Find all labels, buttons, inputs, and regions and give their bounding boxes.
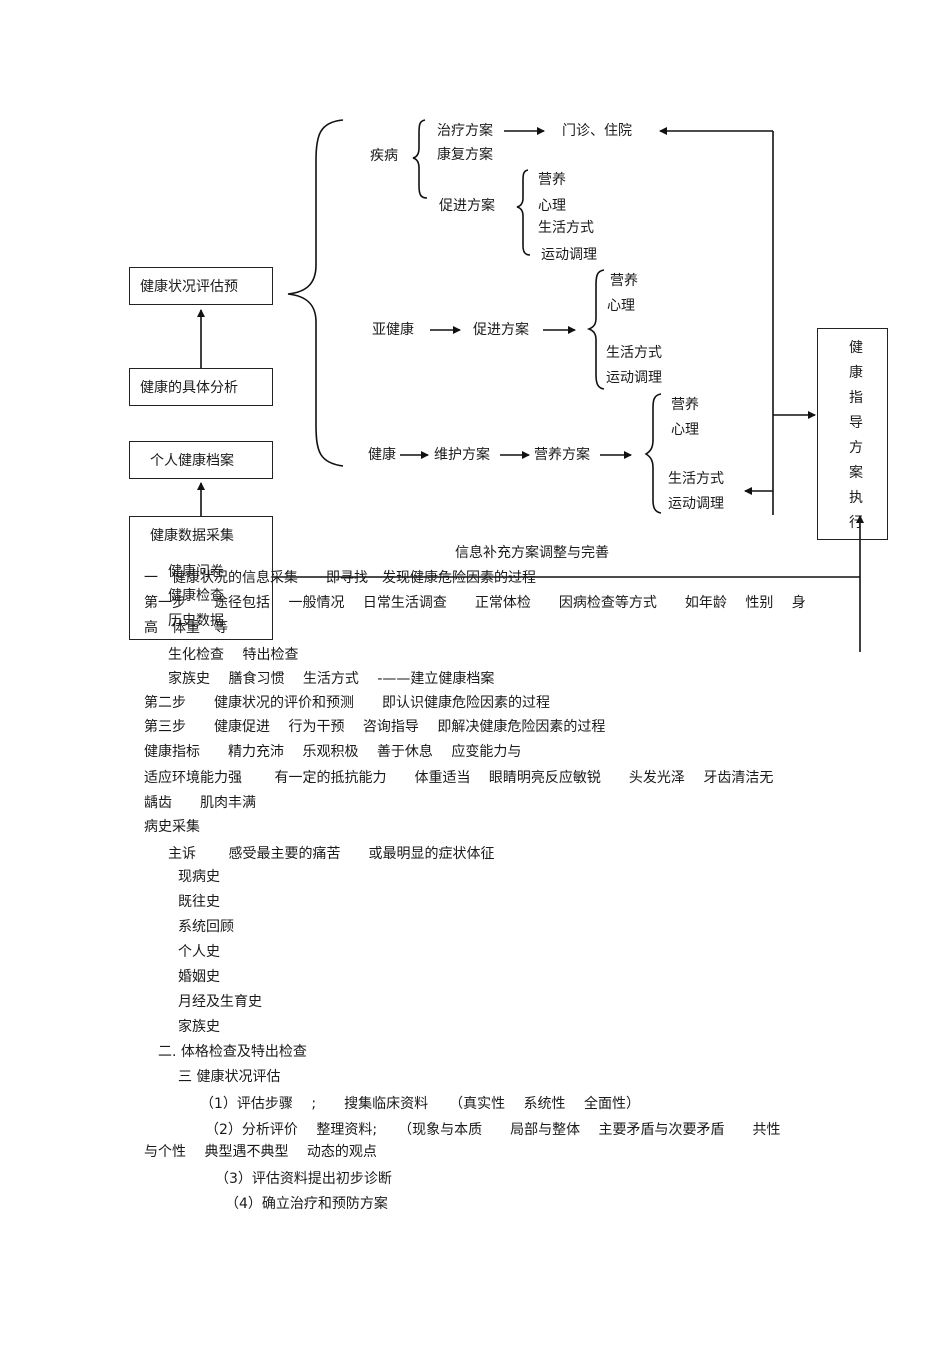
specific-analysis-label: 健康的具体分析 bbox=[140, 380, 238, 396]
execute-box bbox=[817, 328, 888, 540]
specific-analysis-box: 健康的具体分析 bbox=[129, 368, 273, 406]
history-item: 月经及生育史 bbox=[178, 994, 262, 1010]
assess-predict-label: 健康状况评估预 bbox=[140, 279, 238, 295]
subhealth-item-psychology: 心理 bbox=[607, 298, 635, 314]
history-item: 家族史 bbox=[178, 1019, 220, 1035]
subhealth-brace bbox=[586, 269, 605, 390]
text-line-step3: 第三步 健康促进 行为干预 咨询指导 即解决健康危险因素的过程 bbox=[144, 719, 606, 735]
text-line-assessment: 三 健康状况评估 bbox=[178, 1069, 281, 1085]
health-maintain: 维护方案 bbox=[434, 447, 490, 463]
text-line-indicators-end: 龋齿 肌肉丰满 bbox=[144, 795, 256, 811]
health-item-nutrition: 营养 bbox=[671, 397, 699, 413]
disease-item-psychology: 心理 bbox=[538, 198, 566, 214]
history-item: 既往史 bbox=[178, 894, 220, 910]
subhealth-promotion: 促进方案 bbox=[473, 322, 529, 338]
execute-box-text: 健 康 指 导 方 案 执 行 bbox=[849, 340, 863, 531]
text-line-chief-complaint: 主诉 感受最主要的痛苦 或最明显的症状体征 bbox=[168, 846, 495, 862]
disease-promotion: 促进方案 bbox=[439, 198, 495, 214]
disease-rehab: 康复方案 bbox=[437, 147, 493, 163]
collection-item-questionnaire: 健康问卷 bbox=[168, 564, 224, 580]
disease-treatment: 治疗方案 bbox=[437, 123, 493, 139]
promotion-brace bbox=[516, 169, 531, 256]
text-line-family: 家族史 膳食习惯 生活方式 -——建立健康档案 bbox=[168, 671, 495, 687]
history-item: 系统回顾 bbox=[178, 919, 234, 935]
text-line-assess-step2: （2）分析评价 整理资料; （现象与本质 局部与整体 主要矛盾与次要矛盾 共性 bbox=[205, 1122, 781, 1138]
disease-outpatient: 门诊、住院 bbox=[562, 123, 632, 139]
text-line-assess-step3: （3）评估资料提出初步诊断 bbox=[215, 1171, 392, 1187]
disease-item-exercise: 运动调理 bbox=[541, 247, 597, 263]
collection-item-checkup: 健康检查 bbox=[168, 588, 224, 604]
text-line-indicators-cont: 适应环境能力强 有一定的抵抗能力 体重适当 眼睛明亮反应敏锐 头发光泽 牙齿清洁… bbox=[144, 770, 774, 786]
history-item: 现病史 bbox=[178, 869, 220, 885]
text-line-step2: 第二步 健康状况的评价和预测 即认识健康危险因素的过程 bbox=[144, 695, 550, 711]
health-brace bbox=[644, 393, 662, 514]
branch-health: 健康 bbox=[368, 447, 396, 463]
branch-subhealth: 亚健康 bbox=[372, 322, 414, 338]
text-line-step1-cont: 高 体重 等 bbox=[144, 620, 228, 636]
personal-record-box: 个人健康档案 bbox=[129, 441, 273, 479]
text-line-assess-step4: （4）确立治疗和预防方案 bbox=[225, 1196, 388, 1212]
flow-diagram-lines bbox=[197, 119, 864, 652]
text-line-assess-step2-cont: 与个性 典型遇不典型 动态的观点 bbox=[144, 1144, 377, 1160]
collection-item-history: 历史数据 bbox=[168, 613, 224, 629]
data-collection-box: 健康数据采集 bbox=[129, 516, 273, 640]
disease-brace bbox=[412, 119, 428, 199]
health-item-lifestyle: 生活方式 bbox=[668, 471, 724, 487]
subhealth-item-lifestyle: 生活方式 bbox=[606, 345, 662, 361]
text-line-indicators: 健康指标 精力充沛 乐观积极 善于休息 应变能力与 bbox=[144, 744, 522, 760]
personal-record-label: 个人健康档案 bbox=[150, 453, 234, 469]
subhealth-item-nutrition: 营养 bbox=[610, 273, 638, 289]
disease-item-nutrition: 营养 bbox=[538, 172, 566, 188]
text-line-assess-step1: （1）评估步骤 ; 搜集临床资料 （真实性 系统性 全面性） bbox=[200, 1096, 640, 1112]
branch-disease: 疾病 bbox=[370, 148, 398, 164]
health-nutrition-plan: 营养方案 bbox=[534, 447, 590, 463]
assess-predict-box: 健康状况评估预 bbox=[129, 267, 273, 305]
subhealth-item-exercise: 运动调理 bbox=[606, 370, 662, 386]
big-brace bbox=[287, 119, 344, 467]
health-item-psychology: 心理 bbox=[671, 422, 699, 438]
data-collection-label: 健康数据采集 bbox=[150, 528, 234, 544]
text-line-biochem: 生化检查 特出检查 bbox=[168, 647, 299, 663]
text-line-history-heading: 病史采集 bbox=[144, 819, 200, 835]
disease-item-lifestyle: 生活方式 bbox=[538, 220, 594, 236]
text-line-info-collection: 一 健康状况的信息采集 即寻找 发现健康危险因素的过程 bbox=[144, 570, 536, 586]
text-line-physical-exam: 二. 体格检查及特出检查 bbox=[158, 1044, 307, 1060]
history-item: 个人史 bbox=[178, 944, 220, 960]
text-line-step1: 第一步 途径包括 一般情况 日常生活调查 正常体检 因病检查等方式 如年龄 性别… bbox=[144, 595, 806, 611]
feedback-label: 信息补充方案调整与完善 bbox=[455, 545, 609, 561]
health-item-exercise: 运动调理 bbox=[668, 496, 724, 512]
history-item: 婚姻史 bbox=[178, 969, 220, 985]
